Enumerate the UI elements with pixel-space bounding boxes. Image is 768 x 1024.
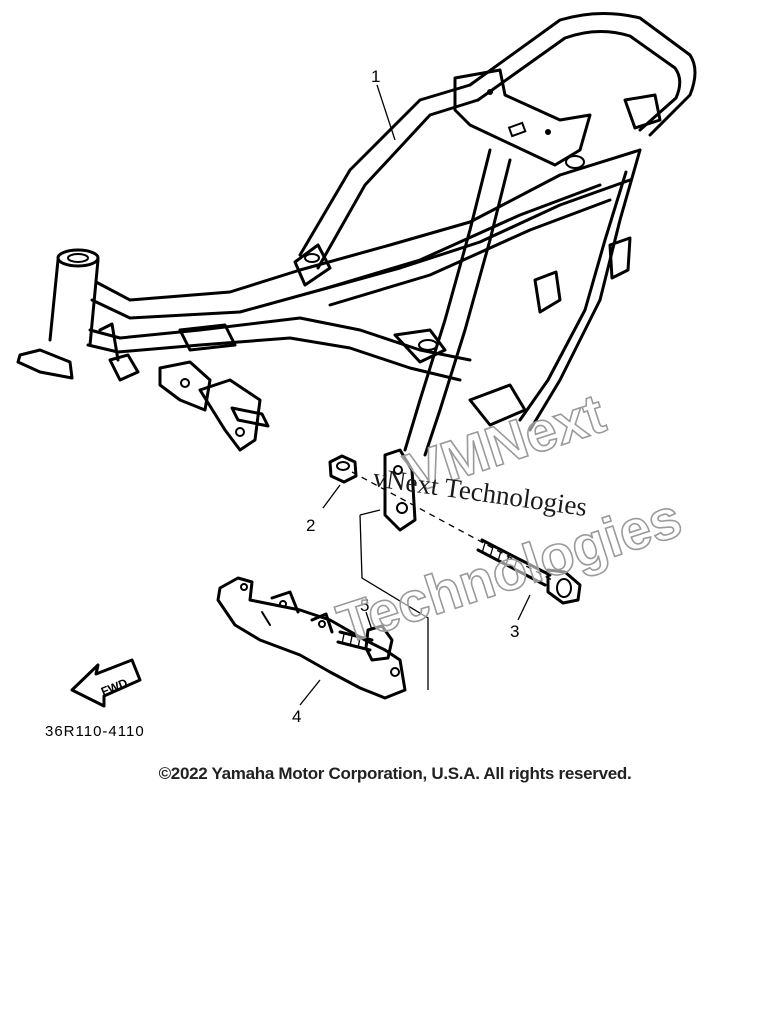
- frame-assembly: [16, 12, 697, 532]
- callout-1: 1: [371, 67, 380, 86]
- copyright-notice: ©2022 Yamaha Motor Corporation, U.S.A. A…: [158, 764, 632, 783]
- callout-5: 5: [360, 596, 369, 615]
- fwd-arrow-icon: FWD: [70, 658, 142, 708]
- part-4-bracket: [216, 576, 407, 700]
- steering-head: [16, 248, 100, 380]
- callout-2: 2: [306, 516, 315, 535]
- part-5-bolt: [336, 624, 394, 662]
- callout-3: 3: [510, 622, 519, 641]
- part-3-bolt: [476, 538, 582, 605]
- fwd-label: FWD: [99, 675, 130, 698]
- callout-4: 4: [292, 707, 301, 726]
- part-code: 36R110-4110: [45, 723, 145, 740]
- callouts: 1 2 3 4 5: [292, 67, 519, 726]
- watermark: VMNext Technologies vNext Technologies: [329, 380, 689, 656]
- part-2-nut: [328, 454, 358, 484]
- leader-lines: [299, 84, 553, 706]
